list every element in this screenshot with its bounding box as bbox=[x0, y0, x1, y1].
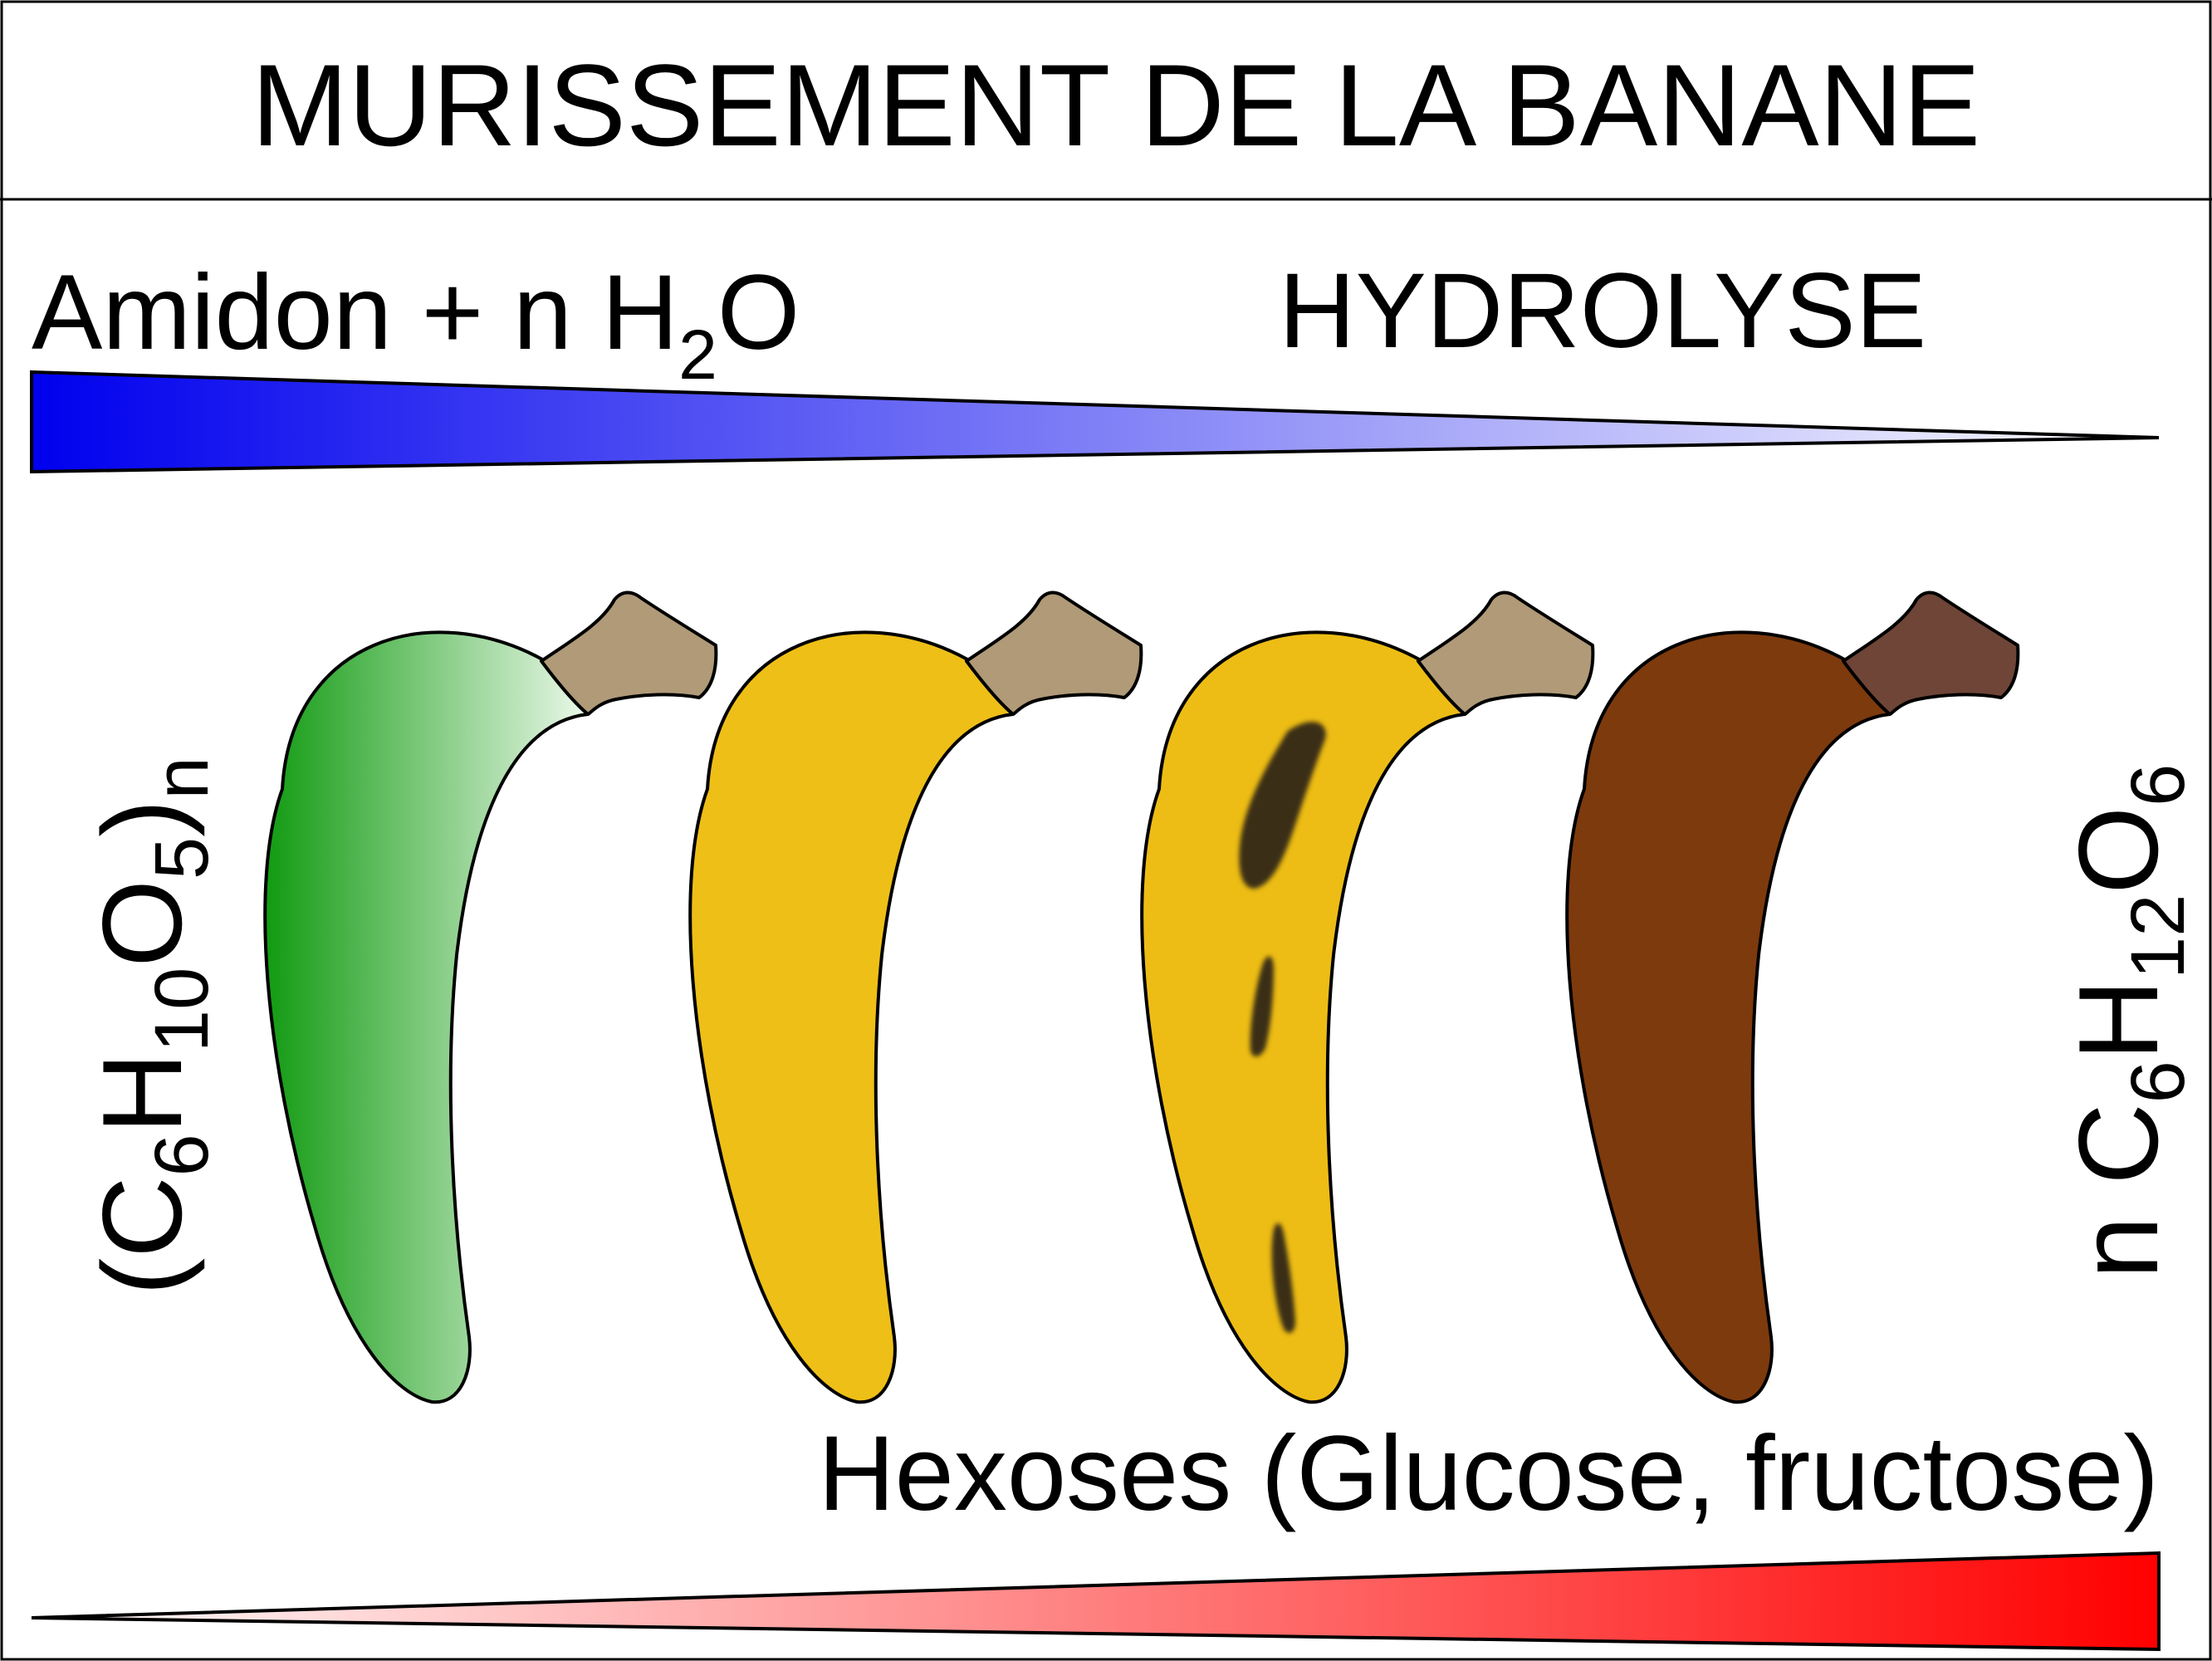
banana-spotted bbox=[1140, 590, 1595, 1404]
reactant-label: Amidon + n H2O bbox=[32, 253, 800, 394]
starch-formula-h: H bbox=[79, 1052, 205, 1134]
starch-formula-open: (C bbox=[79, 1176, 205, 1296]
sugar-increase-wedge bbox=[31, 1551, 2161, 1652]
reactant-label-base: Amidon + n H bbox=[32, 253, 678, 372]
banana-green-body bbox=[263, 630, 590, 1404]
banana-yellow bbox=[688, 590, 1143, 1404]
hexose-formula: n C6H12O6 bbox=[2055, 764, 2200, 1279]
hexose-formula-prefix: n C bbox=[2055, 1103, 2181, 1279]
banana-yellow-stem bbox=[965, 590, 1143, 716]
starch-formula: (C6H10O5)n bbox=[79, 757, 224, 1296]
banana-spot-large bbox=[1239, 722, 1326, 889]
banana-spot-small bbox=[1271, 1223, 1296, 1333]
starch-formula-sub-c: 6 bbox=[139, 1134, 224, 1176]
starch-decrease-wedge bbox=[30, 370, 2160, 474]
product-label: Hexoses (Glucose, fructose) bbox=[818, 1414, 2159, 1533]
hexose-formula-o: O bbox=[2055, 806, 2181, 894]
starch-formula-sub-o: 5 bbox=[139, 837, 224, 879]
banana-green-stem bbox=[540, 590, 718, 716]
reactant-label-tail: O bbox=[717, 253, 800, 372]
banana-spotted-stem bbox=[1417, 590, 1595, 716]
hexose-formula-h: H bbox=[2055, 979, 2181, 1061]
page-title: MURISSEMENT DE LA BANANE bbox=[252, 40, 1980, 170]
banana-green bbox=[263, 590, 718, 1404]
starch-formula-sub-n: n bbox=[139, 757, 224, 799]
banana-spot-middle bbox=[1250, 956, 1274, 1057]
banana-brown-stem bbox=[1842, 590, 2020, 716]
reactant-label-sub: 2 bbox=[678, 316, 717, 394]
starch-formula-close: ) bbox=[79, 799, 205, 836]
starch-formula-o: O bbox=[79, 879, 205, 968]
hexose-formula-sub-h: 12 bbox=[2116, 894, 2200, 979]
hexose-formula-sub-o: 6 bbox=[2116, 764, 2200, 806]
starch-formula-sub-h: 10 bbox=[139, 968, 224, 1052]
banana-yellow-body bbox=[688, 630, 1015, 1404]
banana-brown bbox=[1565, 590, 2020, 1404]
hexose-formula-sub-c: 6 bbox=[2116, 1061, 2200, 1103]
banana-brown-body bbox=[1565, 630, 1891, 1404]
process-label: HYDROLYSE bbox=[1279, 252, 1926, 370]
